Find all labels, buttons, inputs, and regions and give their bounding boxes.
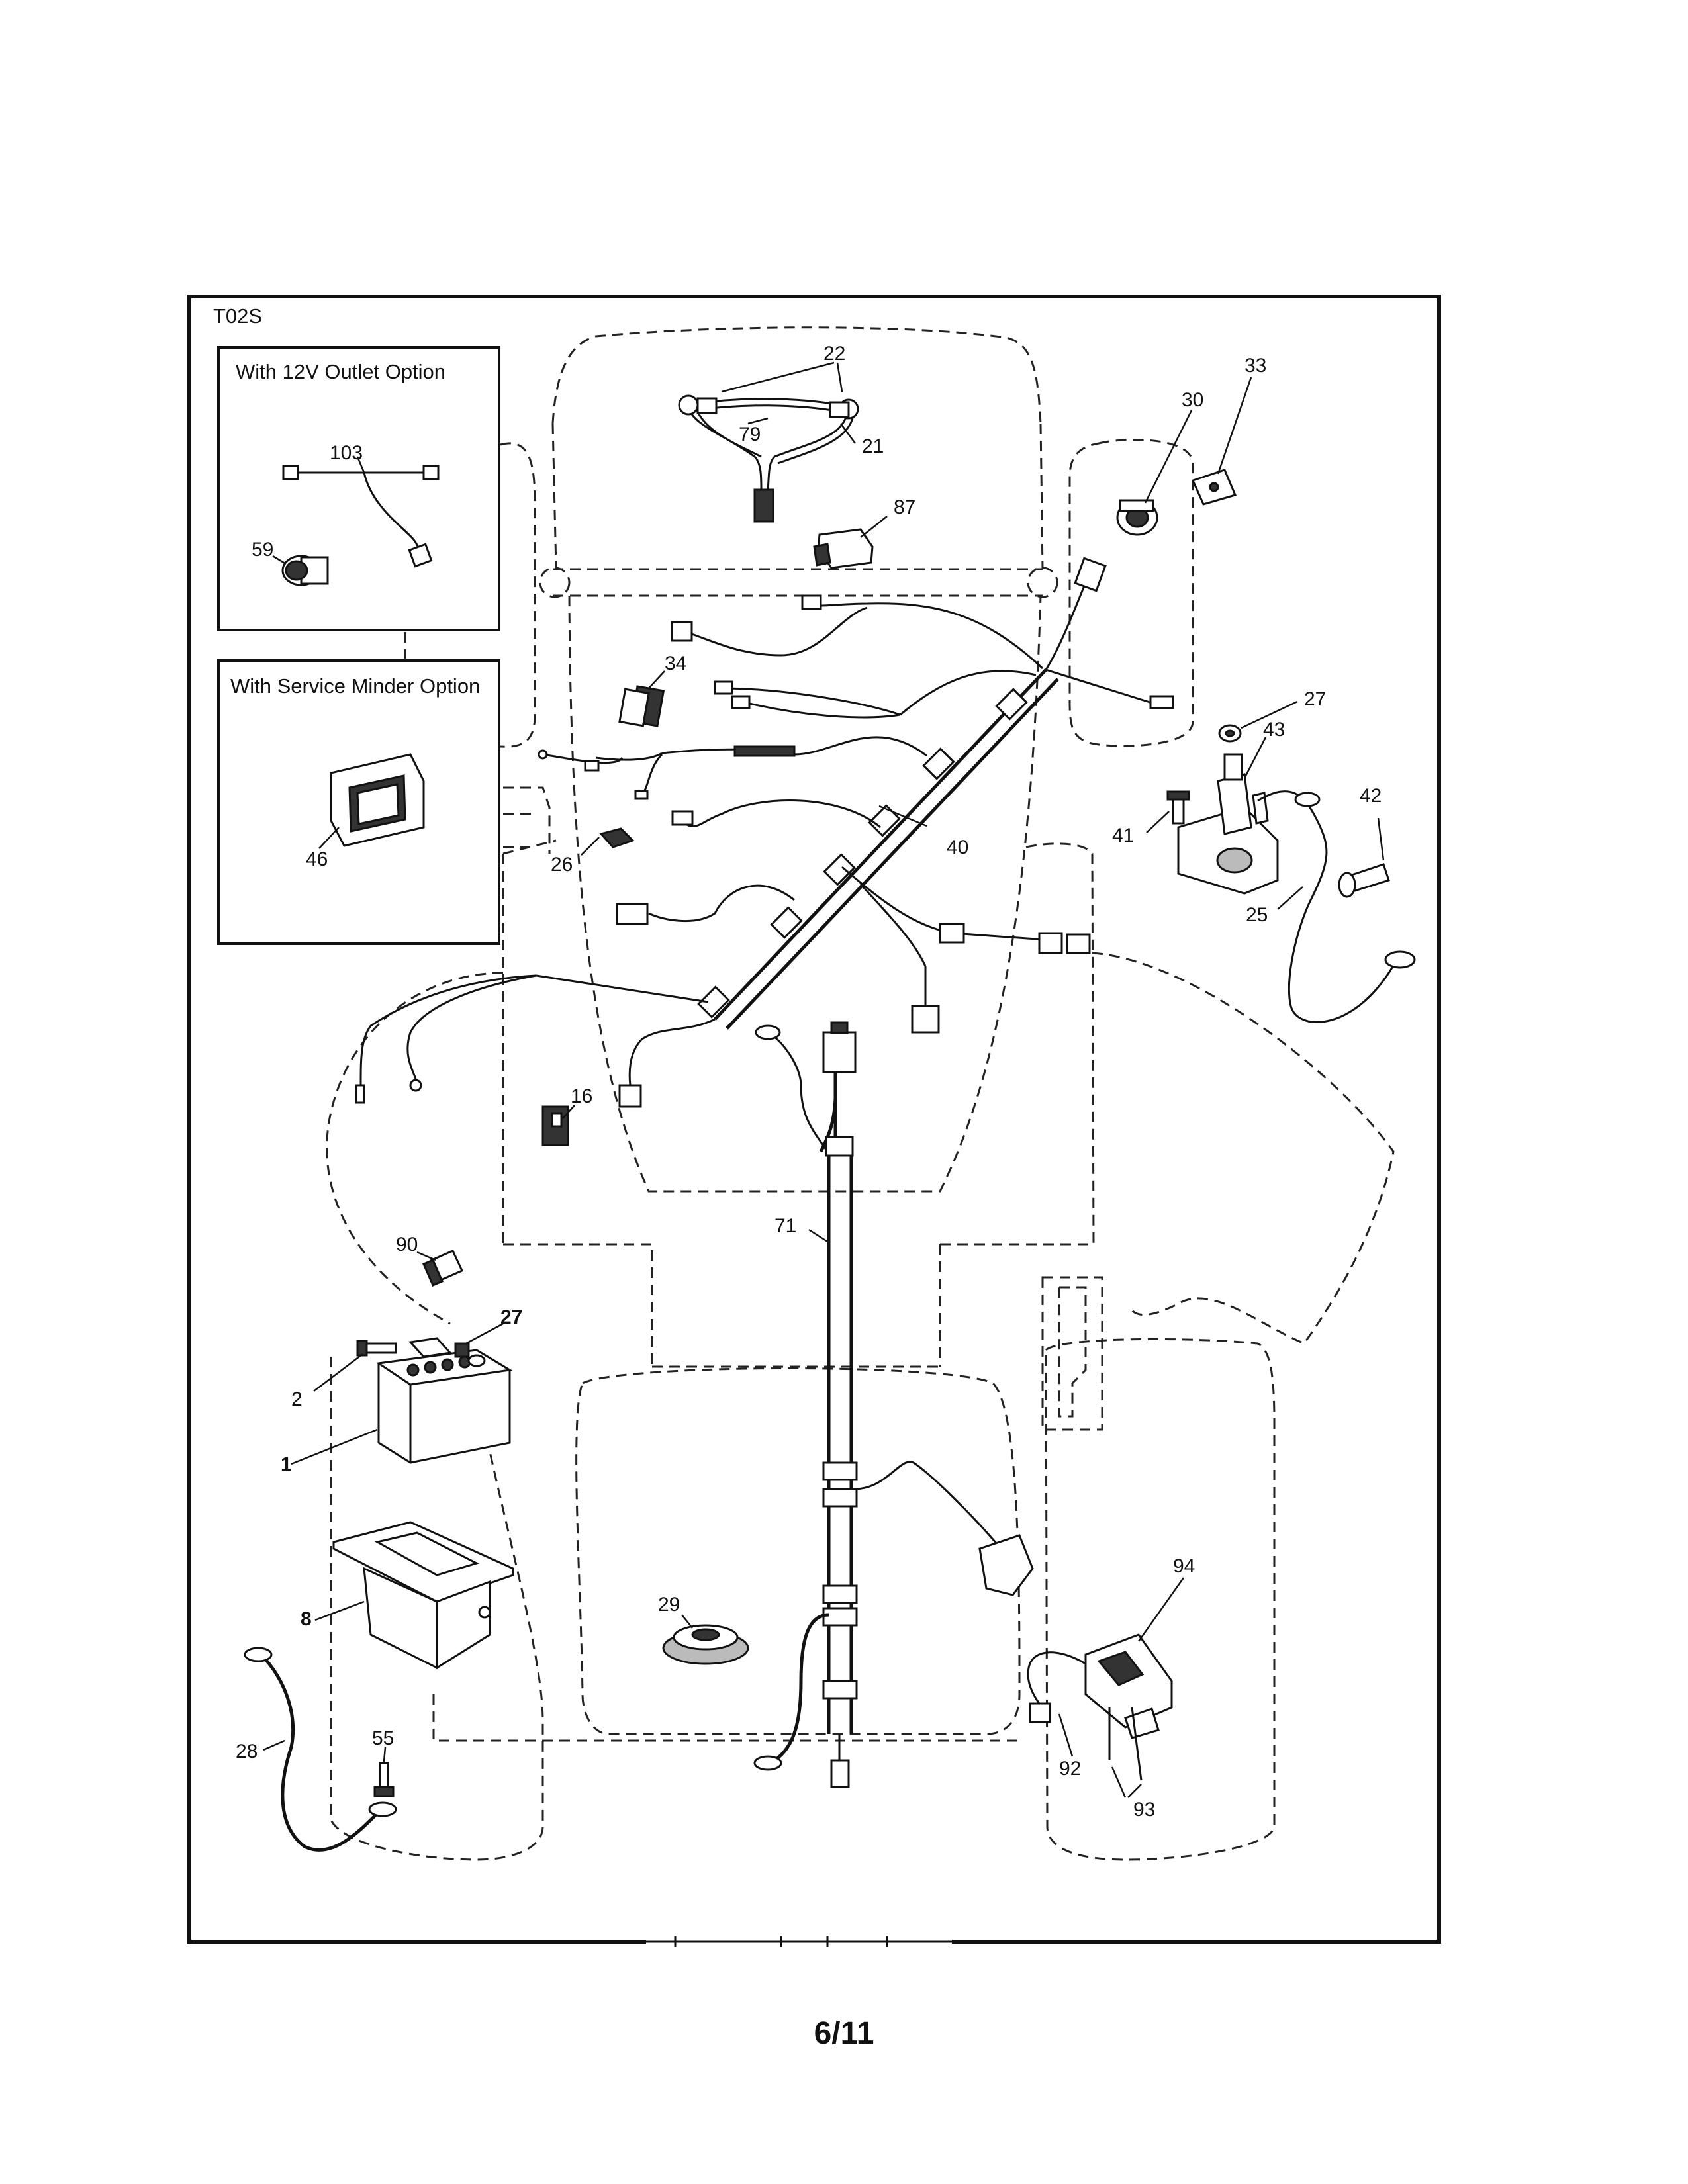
frame-tick-marks xyxy=(646,1936,952,1947)
ground-cable-28: 28 55 xyxy=(236,1647,397,1852)
main-harness-40: 34 26 40 xyxy=(355,557,1174,1108)
callout-21: 21 xyxy=(862,435,884,457)
callout-22: 22 xyxy=(823,343,845,365)
battery-tray-8: 8 xyxy=(301,1521,514,1670)
tractor-outline xyxy=(326,326,1395,1861)
callout-16: 16 xyxy=(571,1085,592,1107)
callout-79: 79 xyxy=(739,424,761,445)
callout-8: 8 xyxy=(301,1608,312,1630)
callout-55: 55 xyxy=(372,1727,394,1749)
battery-1: 1 2 27 xyxy=(281,1306,522,1475)
diagram-code: T02S xyxy=(213,304,262,328)
inset-12v-title: With 12V Outlet Option xyxy=(236,360,445,383)
callout-92: 92 xyxy=(1059,1758,1081,1780)
solenoid-assembly: 27 43 41 42 25 xyxy=(1112,688,1416,1023)
callout-1: 1 xyxy=(281,1453,292,1475)
callout-94: 94 xyxy=(1173,1555,1195,1577)
callout-26: 26 xyxy=(551,854,573,876)
module-94: 94 92 93 xyxy=(1027,1555,1195,1821)
relay-87: 87 xyxy=(813,496,915,569)
callout-71: 71 xyxy=(774,1215,796,1237)
callout-34: 34 xyxy=(665,653,686,674)
callout-25: 25 xyxy=(1246,904,1268,926)
callout-42: 42 xyxy=(1360,785,1382,807)
headlight-harness: 22 79 21 xyxy=(678,343,884,523)
callout-87: 87 xyxy=(894,496,915,518)
fuse-holder-16: 16 xyxy=(541,1085,592,1146)
inset-12v-outlet: With 12V Outlet Option 103 59 xyxy=(217,346,500,631)
callout-93: 93 xyxy=(1133,1799,1155,1821)
inset-service-minder: With Service Minder Option 46 xyxy=(217,659,500,945)
callout-59: 59 xyxy=(252,539,273,561)
callout-33: 33 xyxy=(1244,355,1266,377)
key-33: 33 xyxy=(1191,355,1266,506)
callout-30: 30 xyxy=(1182,389,1203,411)
callout-46: 46 xyxy=(306,848,328,870)
callout-103: 103 xyxy=(330,442,363,464)
callout-90: 90 xyxy=(396,1234,418,1255)
callout-41: 41 xyxy=(1112,825,1134,846)
ignition-switch-30: 30 xyxy=(1116,389,1203,536)
callout-27-battery: 27 xyxy=(500,1306,522,1328)
plug-90: 90 xyxy=(396,1234,464,1287)
page-number: 6/11 xyxy=(814,2016,874,2051)
callout-2: 2 xyxy=(291,1388,303,1410)
callout-43: 43 xyxy=(1263,719,1285,741)
callout-28: 28 xyxy=(236,1741,258,1762)
callout-40: 40 xyxy=(947,837,968,858)
seat-switch-29: 29 xyxy=(658,1594,749,1665)
callout-27-solenoid: 27 xyxy=(1304,688,1326,710)
rear-harness-71: 71 xyxy=(753,1021,1034,1788)
inset-service-minder-title: With Service Minder Option xyxy=(230,674,480,698)
callout-29: 29 xyxy=(658,1594,680,1615)
